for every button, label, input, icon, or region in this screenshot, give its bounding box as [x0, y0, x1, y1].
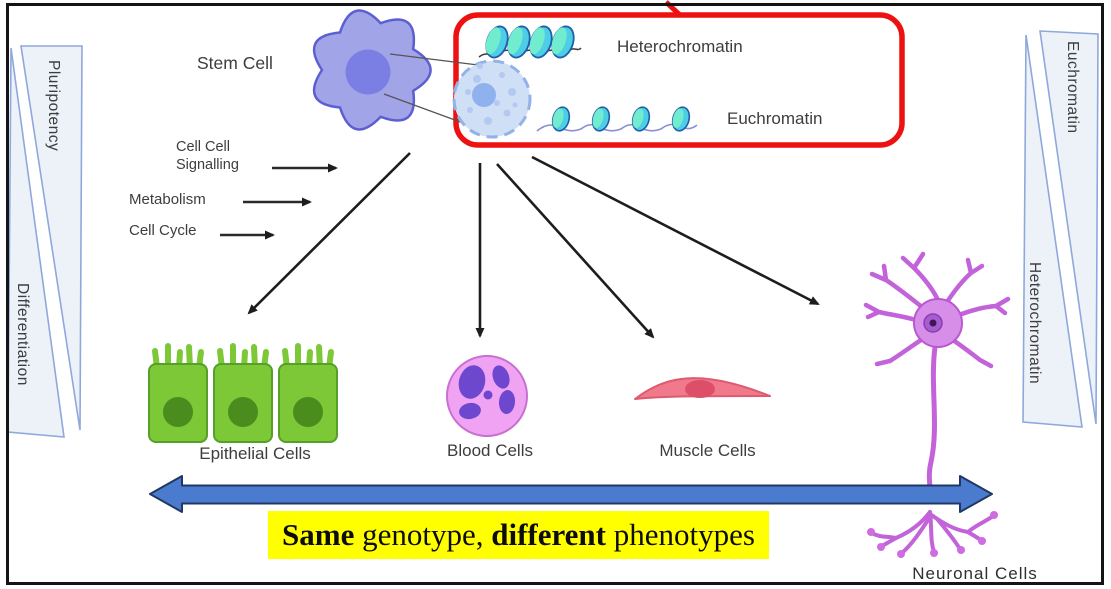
- caption-phenotypes: phenotypes: [606, 517, 755, 552]
- zoom-lines: [383, 53, 487, 128]
- arrow-to-neuronal: [531, 155, 820, 306]
- euchromatin-wedge: [1039, 30, 1099, 425]
- epithelial-cell: [278, 343, 338, 443]
- process-arrows: [220, 163, 338, 240]
- arrow-to-muscle: [496, 163, 655, 339]
- pluripotency-wedge: [20, 45, 83, 431]
- epithelial-cell: [213, 343, 273, 443]
- muscle-cells-label: Muscle Cells: [659, 441, 756, 460]
- metabolism-label: Metabolism: [129, 191, 206, 208]
- stem-cell: [312, 9, 432, 131]
- cell-cycle-label: Cell Cycle: [129, 222, 197, 239]
- axon: [926, 344, 938, 495]
- phenotype-range-arrow: [149, 475, 993, 513]
- differentiation-label: Differentiation: [14, 283, 31, 386]
- caption-banner: Same genotype, different phenotypes: [268, 511, 769, 559]
- euchromatin-beads: [536, 106, 698, 132]
- blood-cell: [446, 355, 528, 437]
- euchromatin-inset-label: Euchromatin: [727, 109, 823, 128]
- heterochromatin-nucleosomes: [478, 25, 582, 59]
- heterochromatin-wedge: [1022, 34, 1083, 428]
- axon-terminals: [867, 510, 998, 558]
- nucleus-inset: [452, 59, 532, 139]
- muscle-cell: [634, 377, 771, 400]
- neuron: [863, 251, 1011, 495]
- differentiation-arrows: [247, 152, 820, 339]
- pluripotency-label: Pluripotency: [45, 60, 62, 152]
- caption-bold-different: different: [491, 517, 607, 552]
- arrow-to-epithelial: [247, 152, 411, 315]
- heterochromatin-inset-label: Heterochromatin: [617, 37, 743, 56]
- epithelial-cell: [148, 343, 208, 443]
- caption-genotype: genotype,: [354, 517, 492, 552]
- cell-signalling-label: Cell Cell Signalling: [176, 139, 239, 173]
- heterochromatin-gradient-label: Heterochromatin: [1026, 262, 1043, 385]
- euchromatin-gradient-label: Euchromatin: [1064, 41, 1081, 134]
- stem-cell-nucleus: [345, 49, 391, 95]
- diagram-frame: [6, 3, 1104, 585]
- epithelial-cells: [148, 343, 338, 443]
- epithelial-cells-label: Epithelial Cells: [199, 444, 311, 463]
- blood-cells-label: Blood Cells: [447, 441, 533, 460]
- nucleolus: [472, 83, 496, 107]
- differentiation-wedge: [7, 47, 65, 438]
- caption-bold-same: Same: [282, 517, 355, 552]
- neuronal-cells-label: Neuronal Cells: [912, 564, 1038, 583]
- stem-cell-label: Stem Cell: [197, 53, 273, 73]
